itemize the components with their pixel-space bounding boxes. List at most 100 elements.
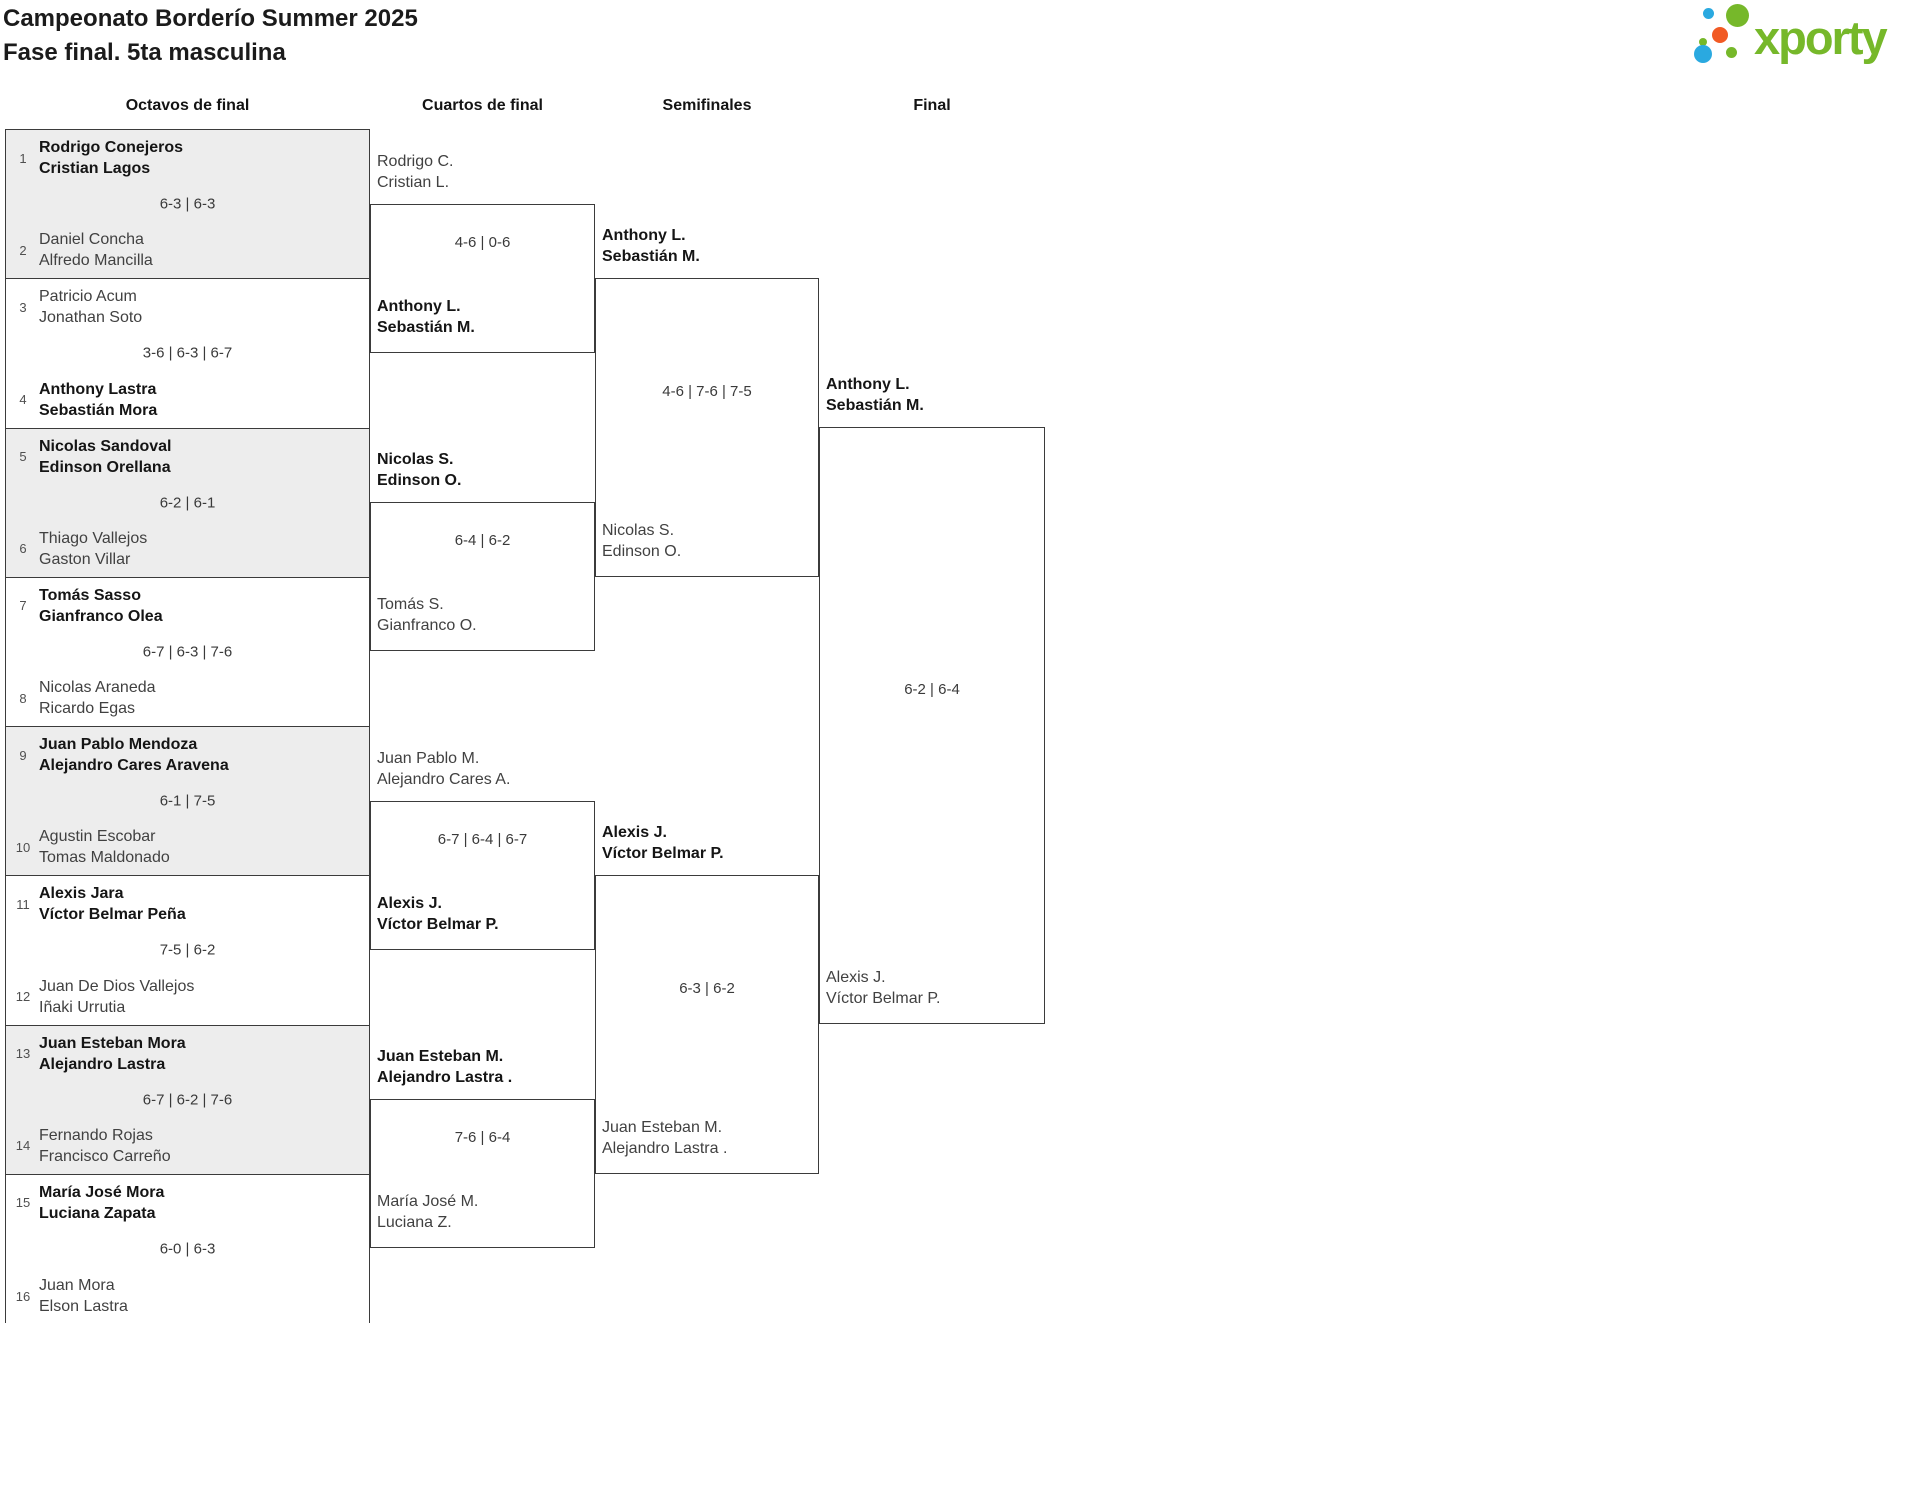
player-name: Gianfranco Olea [39, 607, 163, 625]
team-entry: 10 Agustin Escobar Tomas Maldonado [14, 826, 365, 868]
player-name: Sebastián M. [826, 397, 924, 414]
match-octavos-2[interactable]: 3 Patricio Acum Jonathan Soto 3-6 | 6-3 … [6, 279, 369, 429]
team-names: Alexis J. Víctor Belmar P. [602, 822, 724, 864]
player-name: Thiago Vallejos [39, 529, 148, 547]
player-name: María José Mora [39, 1183, 165, 1201]
team-names: Rodrigo C. Cristian L. [377, 151, 453, 193]
match-score: 6-7 | 6-3 | 7-6 [142, 643, 233, 661]
match-semifinal-1[interactable]: Anthony L. Sebastián M. 4-6 | 7-6 | 7-5 … [595, 227, 819, 577]
team-names: Patricio Acum Jonathan Soto [39, 286, 142, 328]
seed-number: 7 [19, 598, 27, 614]
player-name: Luciana Z. [377, 1214, 452, 1231]
logo-dot-green-large-icon [1726, 4, 1749, 27]
seed-number: 13 [15, 1046, 31, 1061]
player-name: Alexis J. [377, 895, 442, 912]
match-octavos-4[interactable]: 7 Tomás Sasso Gianfranco Olea 6-7 | 6-3 … [6, 577, 369, 727]
match-score: 3-6 | 6-3 | 6-7 [142, 344, 233, 362]
team-entry: 6 Thiago Vallejos Gaston Villar [14, 528, 365, 570]
team-names: María José Mora Luciana Zapata [39, 1182, 164, 1224]
match-cuartos-2[interactable]: Nicolas S. Edinson O. 6-4 | 6-2 Tomás S.… [370, 451, 595, 651]
player-name: Alfredo Mancilla [39, 252, 153, 270]
round-octavos-column: 1 Rodrigo Conejeros Cristian Lagos 6-3 |… [5, 129, 370, 1324]
player-name: Sebastián Mora [39, 401, 158, 419]
match-semifinal-2[interactable]: Alexis J. Víctor Belmar P. 6-3 | 6-2 Jua… [595, 824, 819, 1174]
match-octavos-3[interactable]: 5 Nicolas Sandoval Edinson Orellana 6-2 … [6, 428, 369, 578]
team-names: Anthony L. Sebastián M. [377, 296, 475, 338]
player-name: Juan Esteban M. [377, 1048, 504, 1065]
player-name: Víctor Belmar Peña [39, 906, 186, 924]
seed-number: 16 [15, 1288, 31, 1304]
seed-number: 6 [19, 541, 27, 557]
round-header-octavos: Octavos de final [125, 97, 250, 114]
player-name: Jonathan Soto [39, 309, 143, 327]
player-name: Alexis J. [602, 824, 667, 841]
logo-dot-green-small-icon [1726, 47, 1737, 58]
seed-number: 3 [19, 299, 27, 315]
xporty-logo[interactable]: xporty [1690, 4, 1920, 71]
match-cuartos-3[interactable]: Juan Pablo M. Alejandro Cares A. 6-7 | 6… [370, 750, 595, 950]
page-title-block: Campeonato Borderío Summer 2025 Fase fin… [3, 2, 418, 70]
player-name: Iñaki Urrutia [39, 998, 126, 1016]
match-cuartos-4[interactable]: Juan Esteban M. Alejandro Lastra . 7-6 |… [370, 1048, 595, 1248]
player-name: Juan Esteban Mora [39, 1034, 186, 1052]
player-name: Daniel Concha [39, 231, 144, 249]
page-subtitle: Fase final. 5ta masculina [3, 39, 286, 66]
match-octavos-1[interactable]: 1 Rodrigo Conejeros Cristian Lagos 6-3 |… [6, 130, 369, 280]
player-name: Francisco Carreño [39, 1147, 171, 1165]
player-name: Fernando Rojas [39, 1126, 153, 1144]
team-names: Daniel Concha Alfredo Mancilla [39, 229, 153, 271]
player-name: Patricio Acum [39, 288, 137, 306]
player-name: Gianfranco O. [377, 617, 477, 634]
player-name: María José M. [377, 1193, 479, 1210]
team-names: Nicolas Sandoval Edinson Orellana [39, 436, 172, 478]
player-name: Juan De Dios Vallejos [39, 977, 195, 995]
match-octavos-5[interactable]: 9 Juan Pablo Mendoza Alejandro Cares Ara… [6, 727, 369, 877]
team-names: Rodrigo Conejeros Cristian Lagos [39, 137, 183, 179]
player-name: Rodrigo C. [377, 153, 454, 170]
player-name: Nicolas S. [377, 451, 454, 468]
team-entry: 7 Tomás Sasso Gianfranco Olea [14, 585, 365, 627]
player-name: Alejandro Lastra [39, 1055, 166, 1073]
player-name: Anthony L. [826, 376, 910, 393]
player-name: Cristian Lagos [39, 160, 151, 177]
player-name: Elson Lastra [39, 1298, 128, 1315]
match-score: 6-0 | 6-3 [159, 1240, 216, 1258]
seed-number: 12 [15, 989, 31, 1004]
team-names: Nicolas S. Edinson O. [377, 449, 461, 491]
match-octavos-6[interactable]: 11 Alexis Jara Víctor Belmar Peña 7-5 | … [6, 876, 369, 1026]
seed-number: 5 [19, 449, 27, 464]
player-name: Juan Pablo Mendoza [39, 736, 198, 753]
seed-number: 14 [15, 1138, 31, 1154]
player-name: Tomas Maldonado [39, 849, 170, 867]
team-entry: 13 Juan Esteban Mora Alejandro Lastra [14, 1033, 365, 1075]
match-score: 6-3 | 6-3 [159, 195, 216, 213]
match-score: 6-1 | 7-5 [159, 792, 216, 810]
match-final[interactable]: Anthony L. Sebastián M. 6-2 | 6-4 Alexis… [819, 376, 1045, 1024]
player-name: Alejandro Lastra . [602, 1140, 728, 1157]
team-entry: 11 Alexis Jara Víctor Belmar Peña [14, 883, 365, 925]
match-score: 7-5 | 6-2 [159, 941, 216, 959]
match-score: 6-3 | 6-2 [679, 979, 735, 997]
team-names: Anthony L. Sebastián M. [826, 374, 924, 416]
player-name: Alexis Jara [39, 885, 124, 903]
team-names: Thiago Vallejos Gaston Villar [39, 528, 147, 570]
player-name: Juan Esteban M. [602, 1119, 723, 1136]
match-octavos-7[interactable]: 13 Juan Esteban Mora Alejandro Lastra 6-… [6, 1025, 369, 1175]
team-names: Nicolas Araneda Ricardo Egas [39, 677, 156, 719]
logo-dot-blue-small-icon [1703, 8, 1714, 19]
team-names: Agustin Escobar Tomas Maldonado [39, 826, 170, 868]
player-name: Edinson O. [377, 472, 462, 489]
match-cuartos-1[interactable]: Rodrigo C. Cristian L. 4-6 | 0-6 Anthony… [370, 153, 595, 353]
team-entry: 1 Rodrigo Conejeros Cristian Lagos [14, 137, 365, 179]
team-entry: 16 Juan Mora Elson Lastra [14, 1275, 365, 1317]
player-name: Anthony L. [377, 298, 461, 315]
seed-number: 10 [15, 839, 31, 855]
team-names: Juan Esteban Mora Alejandro Lastra [39, 1033, 186, 1075]
player-name: Ricardo Egas [39, 700, 136, 717]
seed-number: 8 [19, 690, 27, 706]
player-name: Juan Pablo M. [377, 750, 480, 767]
logo-dot-blue-large-icon [1694, 45, 1712, 63]
match-score: 6-7 | 6-2 | 7-6 [142, 1091, 233, 1109]
match-score: 4-6 | 7-6 | 7-5 [662, 382, 752, 400]
match-octavos-8[interactable]: 15 María José Mora Luciana Zapata 6-0 | … [6, 1174, 369, 1324]
